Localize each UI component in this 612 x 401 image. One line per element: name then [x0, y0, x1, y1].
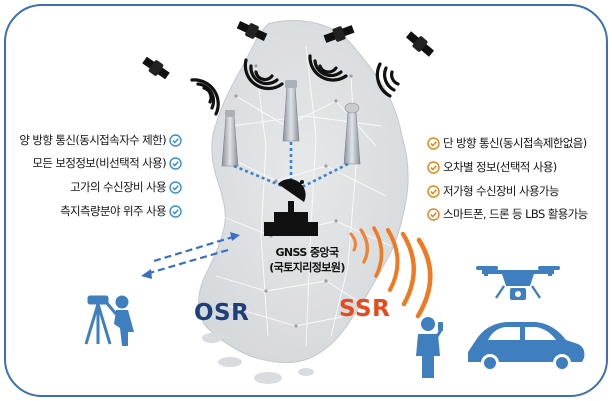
osr-feature-label: 모든 보정정보(비선택적 사용): [32, 156, 166, 170]
check-circle-icon: [169, 205, 182, 218]
surveyor-tripod-icon: [84, 295, 134, 346]
osr-feature-label: 고가의 수신장비 사용: [70, 180, 167, 194]
reference-station-tower: [282, 80, 300, 142]
signal-wave-icon: [190, 78, 220, 116]
signal-wave-icon: [243, 58, 284, 91]
central-station-label: GNSS 중앙국 (국토지리정보원): [251, 245, 363, 275]
arrow-head-icon: [230, 232, 240, 241]
check-circle-icon: [169, 181, 182, 194]
central-station-name: GNSS 중앙국: [275, 246, 340, 259]
osr-feature-label: 측지측량분야 위주 사용: [60, 204, 167, 218]
car-icon: [468, 322, 585, 372]
central-station-agency: (국토지리정보원): [269, 261, 345, 274]
signal-wave-icon: [375, 62, 400, 98]
check-circle-icon: [169, 134, 182, 147]
ssr-label: SSR: [339, 296, 391, 322]
diagram-frame: 양 방향 통신(동시접속자수 제한) 모든 보정정보(비선택적 사용) 고가의 …: [4, 4, 608, 397]
drone-icon: [476, 266, 560, 300]
ssr-feature-label: 스마트폰, 드론 등 LBS 활용가능: [443, 207, 588, 221]
signal-wave-icon: [308, 54, 348, 82]
osr-bidirectional-arrows: [145, 234, 237, 276]
satellite-icon: [236, 21, 268, 41]
ssr-feature-label: 오차별 정보(선택적 사용): [443, 160, 557, 174]
osr-label: OSR: [194, 300, 250, 326]
ssr-broadcast-wave-icon: [349, 226, 433, 319]
check-circle-icon: [427, 208, 440, 221]
ssr-feature-label: 저가형 수신장비 사용가능: [443, 184, 559, 198]
check-circle-icon: [427, 185, 440, 198]
gnss-central-station-icon: [264, 179, 318, 236]
check-circle-icon: [427, 161, 440, 174]
data-link-lines: [233, 142, 349, 190]
satellite-icon: [142, 56, 170, 80]
osr-feature-label: 양 방향 통신(동시접속자수 제한): [19, 133, 166, 147]
reference-station-tower: [221, 110, 239, 167]
diagram-artwork: [84, 19, 585, 384]
check-circle-icon: [427, 137, 440, 150]
satellite-icon: [323, 25, 355, 43]
ssr-feature-label: 단 방향 통신(동시접속제한없음): [443, 136, 587, 150]
check-circle-icon: [169, 157, 182, 170]
reference-station-tower: [343, 102, 361, 165]
satellite-icon: [405, 31, 435, 57]
arrow-head-icon: [141, 269, 152, 279]
smartphone-user-icon: [416, 317, 443, 378]
